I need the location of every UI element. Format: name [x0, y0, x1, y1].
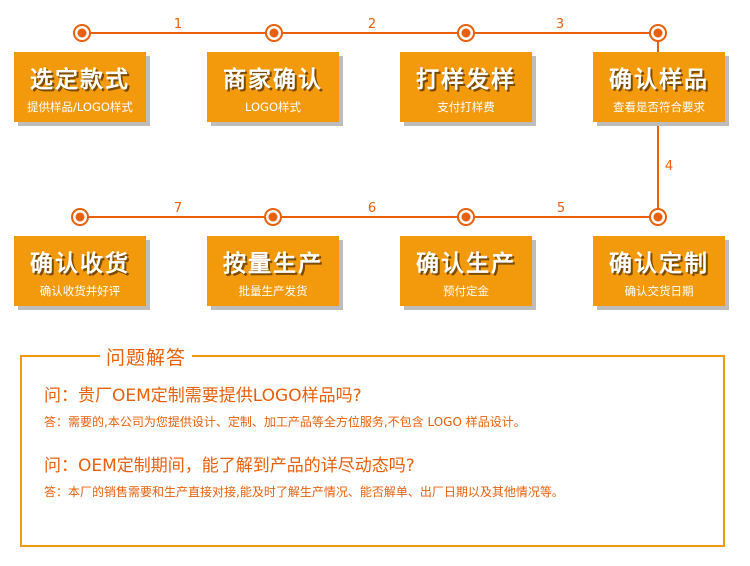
- connector-labels: 1 2 3 4 5 6 7: [174, 17, 673, 216]
- flow-lines: [80, 32, 659, 218]
- connector-label: 6: [368, 201, 376, 216]
- step-confirm-receipt: 确认收货 确认收货并好评: [14, 236, 146, 306]
- step-mass-production: 按量生产 批量生产发货: [207, 236, 339, 306]
- step-subtitle: 批量生产发货: [238, 284, 308, 298]
- step-select-style: 选定款式 提供样品/LOGO样式: [14, 52, 146, 122]
- step-title: 打样发样: [416, 67, 516, 93]
- flow-node: [649, 208, 667, 226]
- step-title: 确认收货: [30, 251, 130, 277]
- step-subtitle: 预付定金: [443, 284, 489, 298]
- step-title: 确认样品: [609, 67, 709, 93]
- connector-label: 2: [368, 17, 376, 32]
- step-title: 确认生产: [416, 251, 516, 277]
- flow-node: [264, 208, 282, 226]
- step-merchant-confirm: 商家确认 LOGO样式: [207, 52, 339, 122]
- connector-label: 4: [665, 159, 673, 174]
- qa-title: 问题解答: [100, 343, 193, 370]
- step-title: 商家确认: [223, 67, 323, 93]
- step-title: 按量生产: [223, 251, 323, 277]
- connector-label: 7: [174, 201, 182, 216]
- connector-label: 3: [556, 17, 564, 32]
- flow-nodes: [71, 24, 667, 226]
- flow-node: [649, 24, 667, 42]
- qa-question: 问：贵厂OEM定制需要提供LOGO样品吗?: [44, 386, 362, 406]
- step-title: 确认定制: [609, 251, 709, 277]
- step-subtitle: 提供样品/LOGO样式: [27, 100, 133, 114]
- flow-node: [73, 24, 91, 42]
- connector-label: 1: [174, 17, 182, 32]
- step-confirm-production: 确认生产 预付定金: [400, 236, 532, 306]
- flow-node: [457, 208, 475, 226]
- process-flow-diagram: 1 2 3 4 5 6 7: [71, 17, 673, 226]
- step-title: 选定款式: [30, 67, 130, 93]
- qa-answer: 答：需要的,本公司为您提供设计、定制、加工产品等全方位服务,不包含 LOGO 样…: [44, 415, 526, 429]
- flow-node: [71, 208, 89, 226]
- flow-node: [457, 24, 475, 42]
- step-subtitle: 支付打样费: [437, 100, 495, 114]
- qa-section: 问题解答 问：贵厂OEM定制需要提供LOGO样品吗? 答：需要的,本公司为您提供…: [20, 343, 725, 547]
- step-sample-making: 打样发样 支付打样费: [400, 52, 532, 122]
- step-subtitle: 确认收货并好评: [39, 284, 121, 298]
- step-confirm-sample: 确认样品 查看是否符合要求: [593, 52, 725, 122]
- step-subtitle: 查看是否符合要求: [613, 100, 705, 114]
- step-confirm-customization: 确认定制 确认交货日期: [593, 236, 725, 306]
- qa-answer: 答：本厂的销售需要和生产直接对接,能及时了解生产情况、能否解单、出厂日期以及其他…: [44, 485, 564, 499]
- step-subtitle: 确认交货日期: [624, 284, 694, 298]
- qa-question: 问：OEM定制期间，能了解到产品的详尽动态吗?: [44, 456, 415, 476]
- connector-label: 5: [557, 201, 565, 216]
- step-subtitle: LOGO样式: [244, 100, 301, 114]
- flow-node: [265, 24, 283, 42]
